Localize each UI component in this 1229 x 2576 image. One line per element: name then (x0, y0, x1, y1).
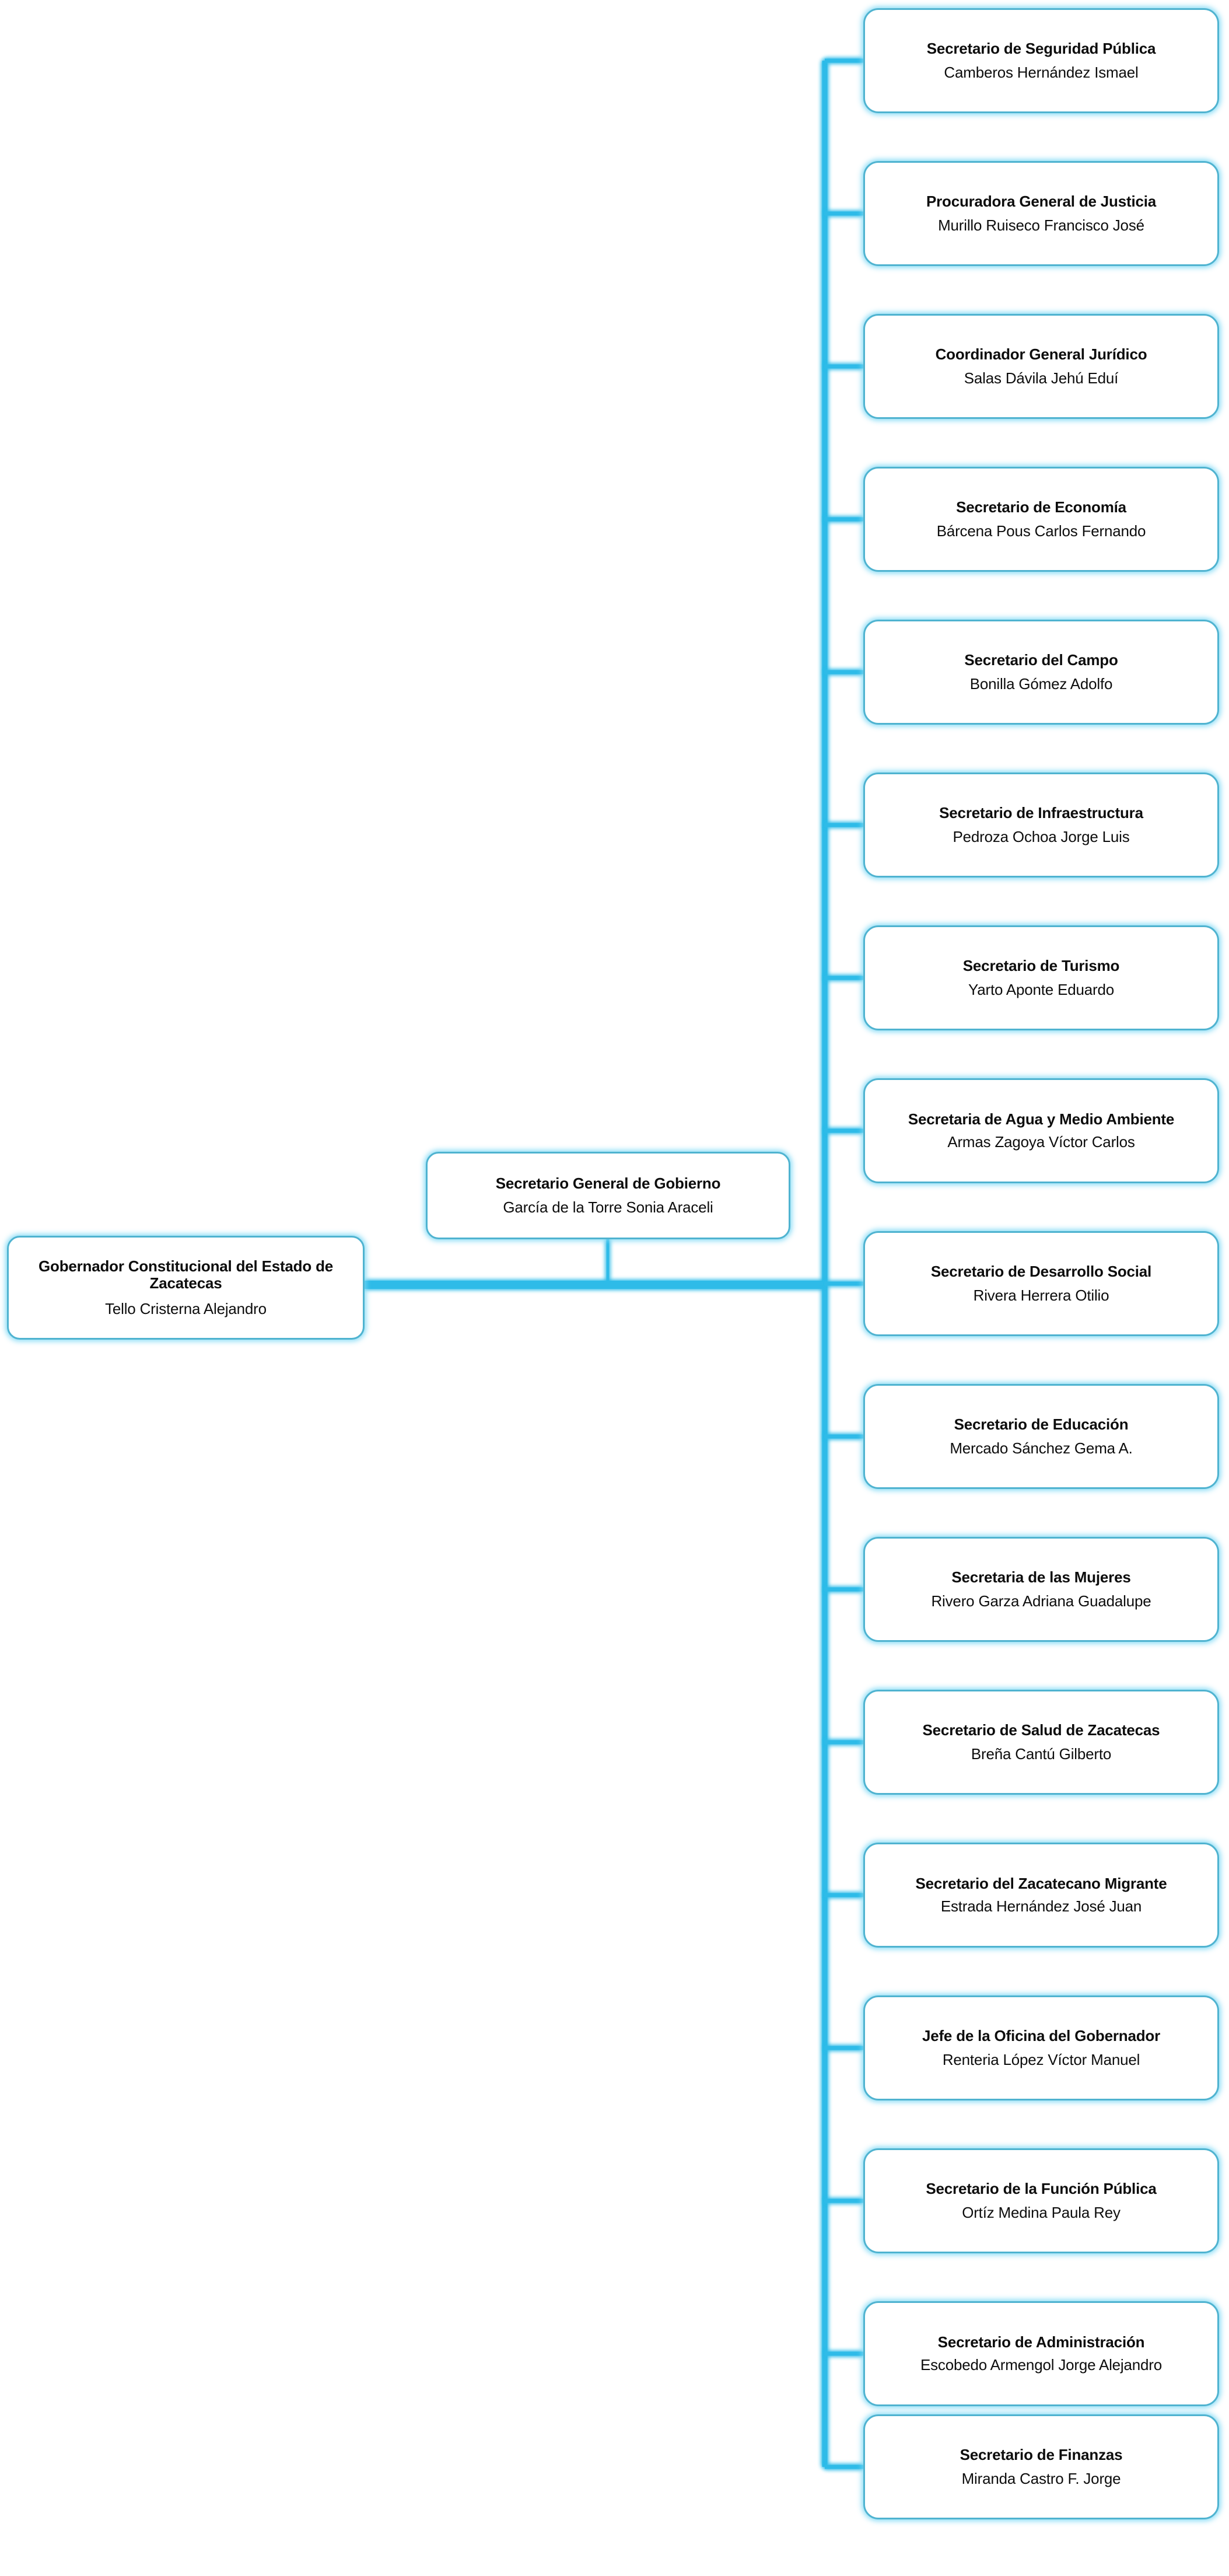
node-person: Breña Cantú Gilberto (971, 1745, 1112, 1763)
node-secretario-general-de-gobierno[interactable]: Secretario General de Gobierno García de… (426, 1152, 790, 1239)
node-secretaria-de-agua-y-medio-ambiente[interactable]: Secretaria de Agua y Medio Ambiente Arma… (863, 1078, 1219, 1183)
node-person: Camberos Hernández Ismael (944, 64, 1139, 81)
node-person: Salas Dávila Jehú Eduí (964, 369, 1119, 387)
node-person: Yarto Aponte Eduardo (968, 981, 1114, 998)
node-person: Estrada Hernández José Juan (940, 1897, 1142, 1915)
node-secretario-de-seguridad-publica[interactable]: Secretario de Seguridad Pública Camberos… (863, 8, 1219, 113)
node-person: Bonilla Gómez Adolfo (969, 675, 1113, 693)
node-title: Secretario de Finanzas (960, 2445, 1123, 2463)
node-secretaria-de-las-mujeres[interactable]: Secretaria de las Mujeres Rivero Garza A… (863, 1537, 1219, 1642)
node-title: Coordinador General Jurídico (935, 345, 1147, 363)
node-secretario-de-finanzas[interactable]: Secretario de Finanzas Miranda Castro F.… (863, 2414, 1219, 2519)
node-person: Rivera Herrera Otilio (973, 1287, 1109, 1304)
node-person: García de la Torre Sonia Araceli (503, 1198, 713, 1216)
node-secretario-del-zacatecano-migrante[interactable]: Secretario del Zacatecano Migrante Estra… (863, 1843, 1219, 1948)
node-title: Secretario de Educación (954, 1415, 1129, 1433)
node-title: Jefe de la Oficina del Gobernador (922, 2026, 1161, 2044)
node-title: Secretario de Economía (956, 498, 1126, 516)
node-gobernador[interactable]: Gobernador Constitucional del Estado de … (7, 1236, 365, 1340)
node-person: Mercado Sánchez Gema A. (950, 1439, 1133, 1457)
node-title: Secretario de la Función Pública (926, 2179, 1157, 2197)
node-title: Secretario de Desarrollo Social (930, 1262, 1152, 1280)
node-person: Murillo Ruiseco Francisco José (938, 216, 1144, 234)
node-procuradora-general-de-justicia[interactable]: Procuradora General de Justicia Murillo … (863, 161, 1219, 266)
node-person: Renteria López Víctor Manuel (942, 2051, 1140, 2068)
node-title: Secretaria de Agua y Medio Ambiente (908, 1110, 1175, 1128)
node-secretario-de-administracion[interactable]: Secretario de Administración Escobedo Ar… (863, 2301, 1219, 2406)
node-title: Procuradora General de Justicia (926, 192, 1157, 210)
node-coordinador-general-juridico[interactable]: Coordinador General Jurídico Salas Dávil… (863, 314, 1219, 419)
node-title: Secretario de Infraestructura (939, 803, 1143, 822)
node-secretario-del-campo[interactable]: Secretario del Campo Bonilla Gómez Adolf… (863, 620, 1219, 725)
node-secretario-de-infraestructura[interactable]: Secretario de Infraestructura Pedroza Oc… (863, 773, 1219, 878)
node-title: Secretario de Salud de Zacatecas (922, 1721, 1160, 1739)
node-person: Rivero Garza Adriana Guadalupe (931, 1592, 1151, 1610)
node-title: Secretario de Seguridad Pública (926, 39, 1156, 57)
node-secretario-de-educacion[interactable]: Secretario de Educación Mercado Sánchez … (863, 1384, 1219, 1489)
node-secretario-de-economia[interactable]: Secretario de Economía Bárcena Pous Carl… (863, 467, 1219, 572)
node-person: Bárcena Pous Carlos Fernando (936, 522, 1146, 540)
node-secretario-de-la-funcion-publica[interactable]: Secretario de la Función Pública Ortíz M… (863, 2148, 1219, 2253)
node-secretario-de-turismo[interactable]: Secretario de Turismo Yarto Aponte Eduar… (863, 925, 1219, 1030)
node-title: Secretario de Administración (937, 2333, 1145, 2351)
node-title: Secretario General de Gobierno (495, 1174, 721, 1192)
node-secretario-de-salud-de-zacatecas[interactable]: Secretario de Salud de Zacatecas Breña C… (863, 1690, 1219, 1795)
node-jefe-de-la-oficina-del-gobernador[interactable]: Jefe de la Oficina del Gobernador Renter… (863, 1995, 1219, 2100)
node-person: Miranda Castro F. Jorge (961, 2470, 1121, 2487)
node-person: Escobedo Armengol Jorge Alejandro (920, 2356, 1162, 2374)
node-person: Ortíz Medina Paula Rey (962, 2204, 1121, 2221)
node-person: Tello Cristerna Alejandro (105, 1299, 267, 1317)
node-title: Gobernador Constitucional del Estado de … (38, 1257, 334, 1292)
node-secretario-de-desarrollo-social[interactable]: Secretario de Desarrollo Social Rivera H… (863, 1231, 1219, 1336)
node-person: Pedroza Ochoa Jorge Luis (953, 828, 1130, 845)
node-title: Secretario del Campo (964, 651, 1118, 669)
node-title: Secretario de Turismo (962, 956, 1120, 974)
node-title: Secretaria de las Mujeres (951, 1568, 1131, 1586)
node-title: Secretario del Zacatecano Migrante (915, 1874, 1167, 1892)
node-person: Armas Zagoya Víctor Carlos (947, 1133, 1135, 1151)
